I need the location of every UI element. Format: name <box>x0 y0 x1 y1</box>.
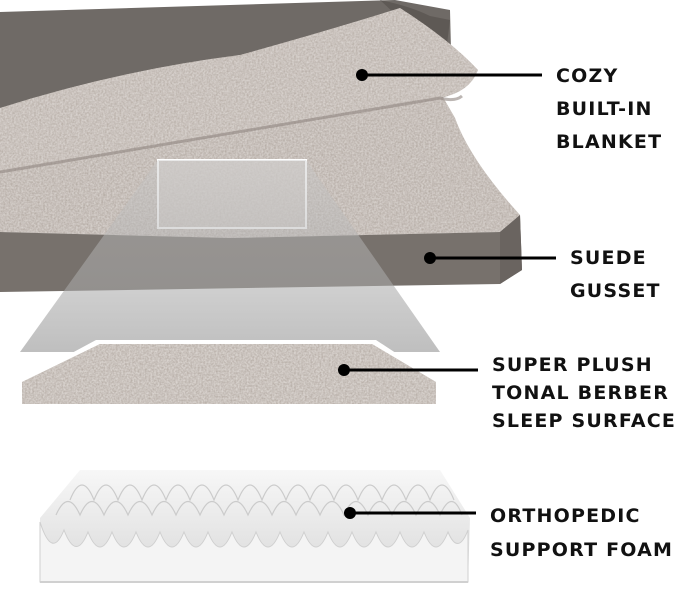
callout-blanket-line-3: BLANKET <box>556 131 663 153</box>
callout-foam-line-1: ORTHOPEDIC <box>490 505 641 527</box>
callout-blanket-line-2: BUILT-IN <box>556 98 653 120</box>
callout-gusset-line-1: SUEDE <box>570 247 647 269</box>
berber-swatch <box>18 340 440 408</box>
callout-foam-line-2: SUPPORT FOAM <box>490 539 674 561</box>
callout-foam-pointer <box>344 507 476 519</box>
orthopedic-foam <box>39 470 470 583</box>
callout-surface-pointer <box>338 364 478 376</box>
callout-blanket-label: COZY BUILT-IN BLANKET <box>556 60 662 159</box>
callout-surface-label: SUPER PLUSH TONAL BERBER SLEEP SURFACE <box>492 351 676 435</box>
callout-surface-line-3: SLEEP SURFACE <box>492 410 677 432</box>
callout-blanket-pointer <box>356 69 542 81</box>
callout-gusset-label: SUEDE GUSSET <box>570 242 661 308</box>
callout-surface-line-2: TONAL BERBER <box>492 382 670 404</box>
callout-surface-line-1: SUPER PLUSH <box>492 354 653 376</box>
callout-blanket-line-1: COZY <box>556 65 619 87</box>
callout-foam-label: ORTHOPEDIC SUPPORT FOAM <box>490 499 673 567</box>
callout-gusset-pointer <box>424 252 556 264</box>
zoom-beam <box>20 160 440 352</box>
callout-gusset-line-2: GUSSET <box>570 280 661 302</box>
